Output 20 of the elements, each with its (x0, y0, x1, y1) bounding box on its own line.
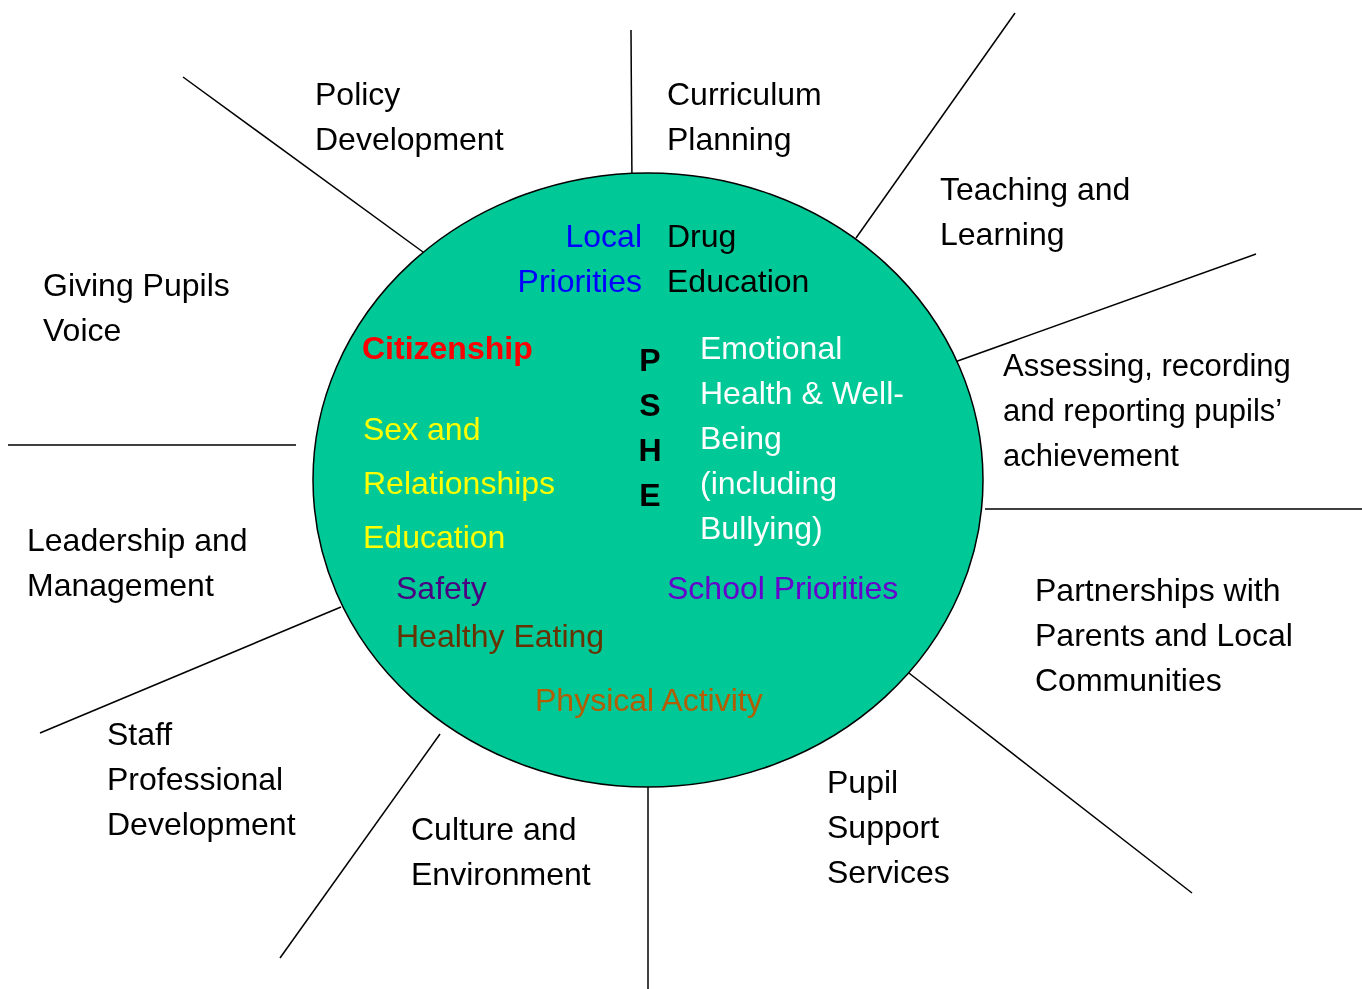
area-label: Policy Development (315, 75, 505, 159)
area-label: Pupil Support Services (827, 763, 951, 892)
area-label: Assessing, recording and reporting pupils’ achievement (1003, 347, 1292, 475)
area-label: Curriculum Planning (667, 75, 823, 159)
topic-text: Emotional Health & Well-Being (including Bullying) (700, 329, 905, 548)
area-label: Culture and Environment (411, 810, 592, 894)
topic-text: Healthy Eating (396, 617, 606, 656)
topic-text: Local Priorities (516, 217, 642, 301)
vertical-heading: PSHE (637, 341, 663, 515)
area-label: Giving Pupils Voice (43, 266, 231, 350)
topic-text: Drug Education (667, 217, 811, 301)
area-label: Partnerships with Parents and Local Communities (1035, 571, 1294, 700)
topic-text: Sex and Relationships Education (363, 410, 557, 557)
topic-text: Physical Activity (535, 681, 764, 720)
topic-text: Safety (396, 569, 488, 608)
area-label: Leadership and Management (27, 521, 249, 605)
topic-text: School Priorities (667, 569, 900, 608)
topic-text: Citizenship (362, 329, 534, 368)
area-label: Staff Professional Development (107, 715, 297, 844)
area-label: Teaching and Learning (940, 170, 1132, 254)
